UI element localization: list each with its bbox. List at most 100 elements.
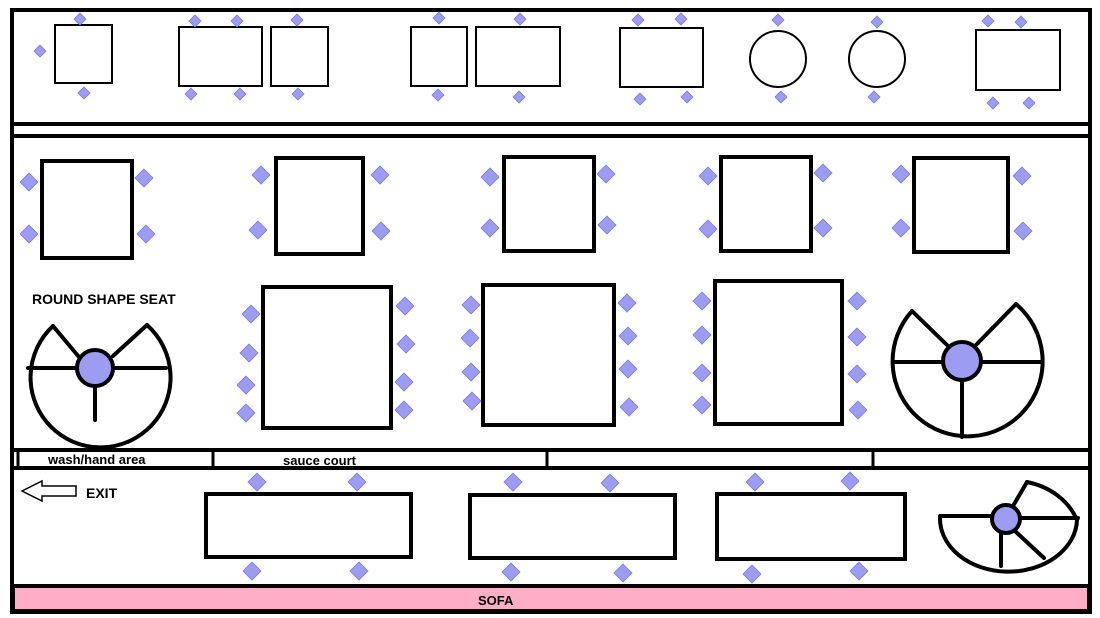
large-table bbox=[481, 283, 616, 427]
long-table bbox=[204, 492, 413, 559]
diamond-chair-icon bbox=[512, 90, 526, 104]
diamond-chair-icon bbox=[19, 224, 39, 244]
diamond-chair-icon bbox=[396, 334, 416, 354]
diamond-chair-icon bbox=[680, 90, 694, 104]
diamond-chair-icon bbox=[501, 562, 521, 582]
table bbox=[619, 27, 704, 88]
table bbox=[719, 155, 813, 253]
diamond-chair-icon bbox=[774, 90, 788, 104]
diamond-chair-icon bbox=[848, 400, 868, 420]
diamond-chair-icon bbox=[745, 472, 765, 492]
diamond-chair-icon bbox=[241, 304, 261, 324]
diamond-chair-icon bbox=[849, 561, 869, 581]
diamond-chair-icon bbox=[891, 218, 911, 238]
large-table bbox=[713, 279, 844, 426]
diamond-chair-icon bbox=[692, 395, 712, 415]
diamond-chair-icon bbox=[891, 164, 911, 184]
diamond-chair-icon bbox=[349, 561, 369, 581]
table bbox=[270, 26, 329, 87]
diamond-chair-icon bbox=[290, 13, 304, 27]
diamond-chair-icon bbox=[480, 167, 500, 187]
round-shape-seat-label: ROUND SHAPE SEAT bbox=[32, 291, 176, 307]
diamond-chair-icon bbox=[847, 364, 867, 384]
diamond-chair-icon bbox=[236, 403, 256, 423]
table bbox=[475, 26, 561, 87]
round-seat-icon bbox=[26, 323, 173, 450]
arrow-left-icon bbox=[20, 479, 77, 503]
sofa-label: SOFA bbox=[478, 593, 514, 608]
diamond-chair-icon bbox=[460, 328, 480, 348]
diamond-chair-icon bbox=[1022, 96, 1036, 110]
diamond-chair-icon bbox=[480, 218, 500, 238]
diamond-chair-icon bbox=[619, 397, 639, 417]
table bbox=[912, 156, 1010, 254]
diamond-chair-icon bbox=[462, 391, 482, 411]
table bbox=[274, 156, 365, 256]
table bbox=[410, 26, 468, 87]
round-table bbox=[749, 30, 807, 88]
sofa bbox=[13, 586, 1089, 611]
diamond-chair-icon bbox=[813, 163, 833, 183]
diamond-chair-icon bbox=[33, 44, 47, 58]
diamond-chair-icon bbox=[347, 472, 367, 492]
diamond-chair-icon bbox=[233, 87, 247, 101]
table bbox=[40, 159, 134, 260]
diamond-chair-icon bbox=[813, 218, 833, 238]
chairs bbox=[19, 11, 1036, 584]
round-seat-icon bbox=[937, 480, 1080, 574]
diamond-chair-icon bbox=[847, 327, 867, 347]
round-table bbox=[848, 30, 906, 88]
diamond-chair-icon bbox=[461, 295, 481, 315]
diamond-chair-icon bbox=[239, 343, 259, 363]
diamond-chair-icon bbox=[596, 164, 616, 184]
diamond-chair-icon bbox=[503, 472, 523, 492]
diamond-chair-icon bbox=[771, 13, 785, 27]
diamond-chair-icon bbox=[251, 165, 271, 185]
diamond-chair-icon bbox=[847, 291, 867, 311]
diamond-chair-icon bbox=[19, 172, 39, 192]
diamond-chair-icon bbox=[986, 96, 1000, 110]
table bbox=[975, 29, 1061, 91]
long-table bbox=[468, 493, 677, 560]
diamond-chair-icon bbox=[188, 14, 202, 28]
diamond-chair-icon bbox=[692, 363, 712, 383]
diamond-chair-icon bbox=[613, 563, 633, 583]
diamond-chair-icon bbox=[134, 168, 154, 188]
diamond-chair-icon bbox=[136, 224, 156, 244]
diamond-chair-icon bbox=[867, 90, 881, 104]
table bbox=[502, 155, 596, 253]
diamond-chair-icon bbox=[631, 13, 645, 27]
diamond-chair-icon bbox=[698, 219, 718, 239]
diamond-chair-icon bbox=[432, 11, 446, 25]
table bbox=[178, 26, 263, 87]
sauce-court-label: sauce court bbox=[283, 453, 357, 468]
diamond-chair-icon bbox=[247, 472, 267, 492]
diamond-chair-icon bbox=[698, 166, 718, 186]
diamond-chair-icon bbox=[236, 375, 256, 395]
diamond-chair-icon bbox=[513, 12, 527, 26]
diamond-chair-icon bbox=[674, 12, 688, 26]
diamond-chair-icon bbox=[394, 372, 414, 392]
round-seat-icon bbox=[890, 302, 1045, 439]
diamond-chair-icon bbox=[371, 221, 391, 241]
diamond-chair-icon bbox=[1012, 166, 1032, 186]
diamond-chair-icon bbox=[840, 471, 860, 491]
diamond-chair-icon bbox=[431, 88, 445, 102]
diamond-chair-icon bbox=[618, 326, 638, 346]
diamond-chair-icon bbox=[618, 359, 638, 379]
counter-strip bbox=[12, 448, 1090, 470]
diamond-chair-icon bbox=[597, 215, 617, 235]
table bbox=[54, 24, 113, 84]
wash-hand-area-label: wash/hand area bbox=[47, 452, 146, 467]
diamond-chair-icon bbox=[248, 220, 268, 240]
diamond-chair-icon bbox=[1014, 15, 1028, 29]
diamond-chair-icon bbox=[77, 86, 91, 100]
outer-wall bbox=[10, 8, 1092, 614]
diamond-chair-icon bbox=[370, 165, 390, 185]
diamond-chair-icon bbox=[742, 564, 762, 584]
diamond-chair-icon bbox=[461, 362, 481, 382]
diamond-chair-icon bbox=[692, 291, 712, 311]
diamond-chair-icon bbox=[230, 14, 244, 28]
diamond-chair-icon bbox=[633, 92, 647, 106]
